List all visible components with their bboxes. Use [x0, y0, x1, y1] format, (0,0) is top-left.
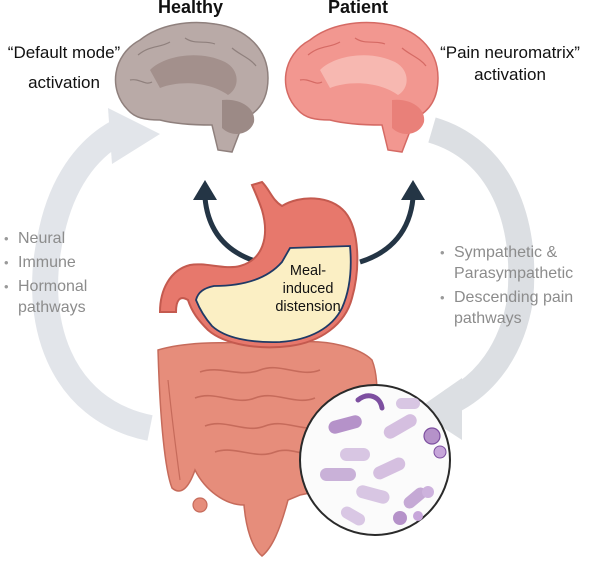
stomach-label-line-1: Meal- [289, 263, 327, 279]
list-item: Immune [4, 252, 114, 273]
default-mode-line-1: “Default mode” [7, 43, 121, 62]
healthy-header: Healthy [158, 0, 224, 17]
default-mode-line-2: activation [28, 73, 100, 92]
list-item: Descending pain pathways [440, 287, 592, 329]
healthy-brain-icon [114, 21, 269, 153]
list-item: Neural [4, 228, 114, 249]
patient-brain-icon [284, 21, 439, 153]
cycle-arrow-right [416, 117, 535, 440]
pain-neuromatrix-caption: “Pain neuromatrix” activation [426, 42, 594, 86]
default-mode-caption: “Default mode” activation [0, 42, 128, 94]
stomach-icon [158, 180, 359, 349]
pain-line-1: “Pain neuromatrix” [440, 43, 580, 62]
right-pathways-list: Sympathetic & Parasympathetic Descending… [440, 242, 592, 332]
stomach-label-line-2: induced [282, 281, 334, 297]
meal-distension-label: Meal- induced distension [268, 262, 348, 316]
pain-line-2: activation [474, 65, 546, 84]
left-pathways-list: Neural Immune Hormonal pathways [4, 228, 114, 321]
intestine-icon [157, 340, 378, 557]
microbiome-icon [299, 384, 451, 536]
patient-header: Patient [328, 0, 389, 17]
list-item: Sympathetic & Parasympathetic [440, 242, 592, 284]
arrow-to-patient-brain [359, 180, 425, 265]
list-item: Hormonal pathways [4, 276, 114, 318]
arrow-to-healthy-brain [193, 180, 259, 265]
stomach-label-line-3: distension [275, 299, 341, 315]
